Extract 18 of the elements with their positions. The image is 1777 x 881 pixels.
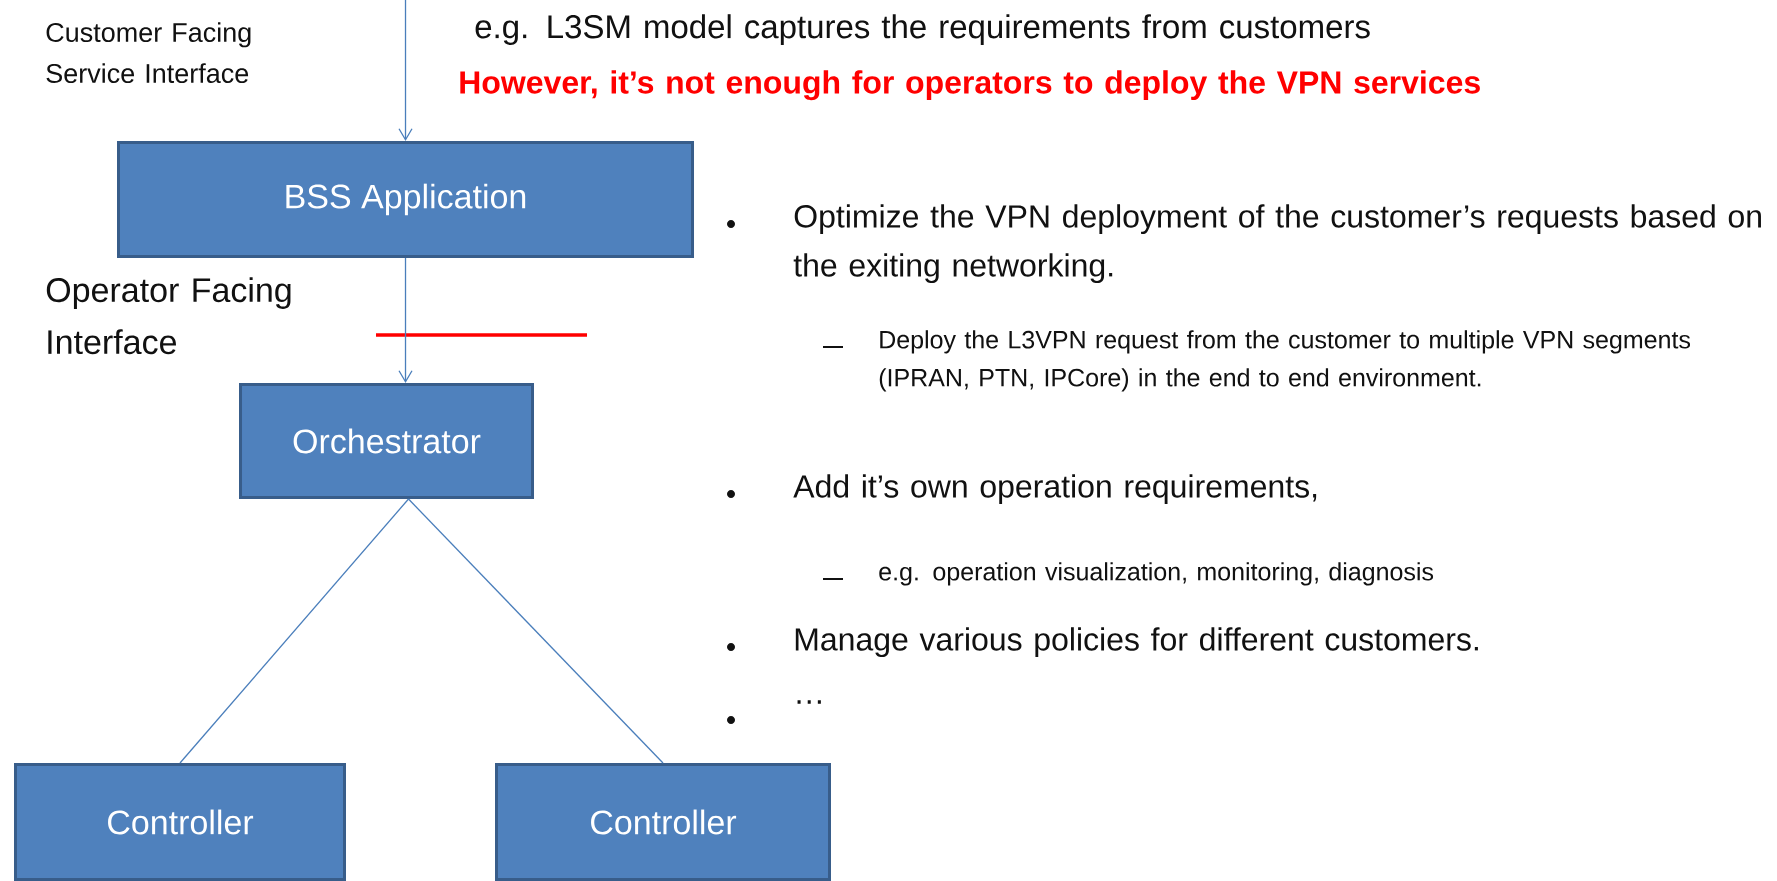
controller-box: Controller: [495, 763, 831, 881]
bullet-text: e.g. operation visualization, monitoring, diagnosis: [879, 562, 1434, 586]
warning-text: However, it’s not enough for operators to deploy the VPN services: [460, 70, 1480, 101]
bullet-text: …: [797, 700, 821, 704]
bullet-text: Optimize the VPN deployment of the customer’s requests based on the exiting networking.: [793, 204, 1761, 284]
interface-label: Operator Facing Interface: [46, 277, 291, 355]
orchestrator-box: Orchestrator: [239, 383, 534, 499]
bullet-text: Deploy the L3VPN request from the customer to multiple VPN segments (IPRAN, PTN, IPCore) in the end to end environment.: [879, 330, 1691, 392]
application-box: BSS Application: [117, 141, 694, 258]
interface-label: Customer Facing Service Interface: [46, 22, 251, 84]
note-text: e.g. L3SM model captures the requirements from customers: [475, 14, 1370, 45]
connector: [179, 498, 410, 764]
connector: [407, 498, 664, 764]
controller-box: Controller: [14, 763, 346, 881]
connector: [398, 257, 413, 383]
bullet-text: Add it’s own operation requirements,: [793, 474, 1317, 505]
connector: [398, 0, 413, 141]
bullet-text: Manage various policies for different customers.: [795, 627, 1478, 658]
